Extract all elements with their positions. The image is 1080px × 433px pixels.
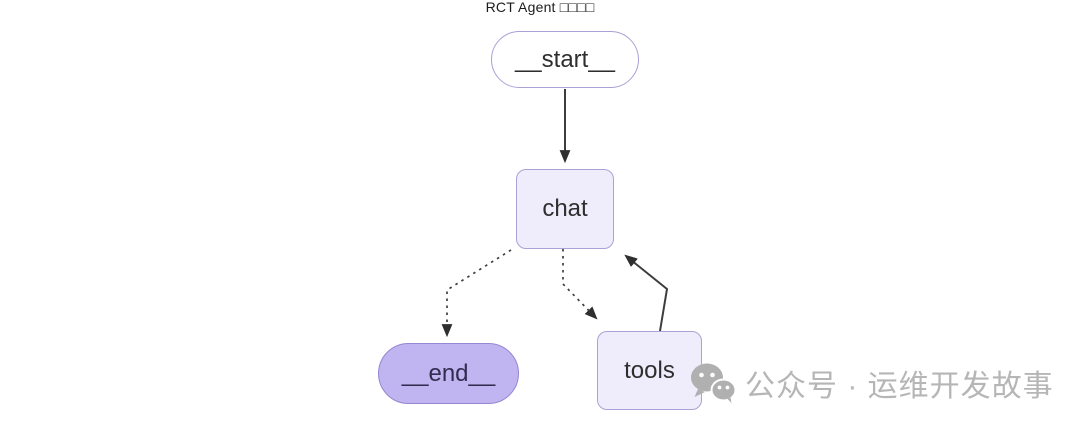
edge-tools-to-chat <box>624 254 669 332</box>
watermark-text: 公众号 · 运维开发故事 <box>745 370 1054 403</box>
node-start-label: __start__ <box>514 45 616 73</box>
node-end-label: __end__ <box>401 359 496 387</box>
edge-chat-to-end <box>441 249 512 338</box>
node-chat: chat <box>516 169 614 249</box>
watermark: 公众号 · 运维开发故事 <box>690 361 1054 405</box>
edge-chat-to-tools <box>562 249 598 320</box>
diagram-title: RCT Agent □□□□ <box>485 0 595 15</box>
node-tools: tools <box>597 331 702 410</box>
node-start: __start__ <box>491 31 639 88</box>
node-end: __end__ <box>378 343 519 404</box>
wechat-icon <box>690 363 736 403</box>
node-tools-label: tools <box>624 356 675 384</box>
node-chat-label: chat <box>542 195 588 222</box>
